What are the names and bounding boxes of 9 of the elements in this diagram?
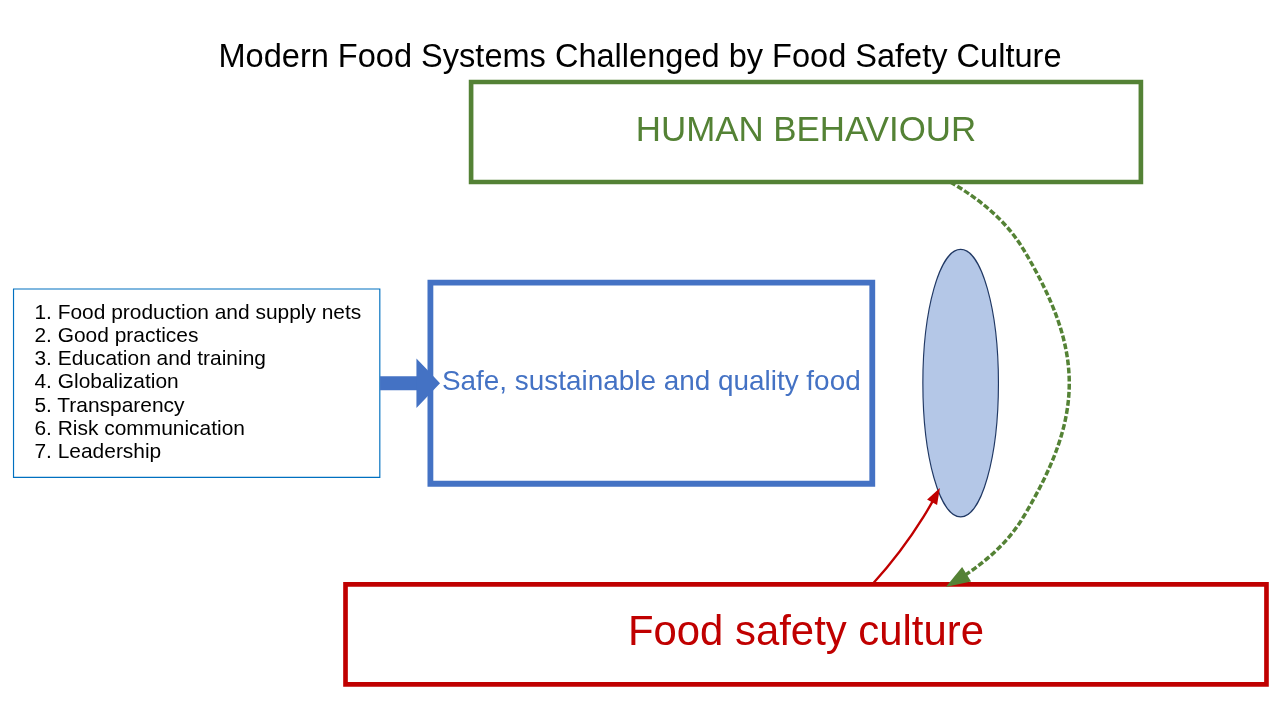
node-box: HUMAN BEHAVIOUR <box>468 79 1144 184</box>
node-ellipse <box>922 248 1000 517</box>
arrow <box>380 357 441 408</box>
arrow <box>871 487 940 585</box>
node-box: 1. Food production and supply nets 2. Good practices 3. Education and training 4. Globalization 5. Transparency 6. Risk communication 7. Leadership <box>12 287 381 478</box>
arrow <box>945 180 1071 587</box>
node-box: Safe, sustainable and quality food <box>427 279 876 487</box>
diagram-title: Modern Food Systems Challenged by Food Safety Culture <box>218 37 1062 74</box>
node-box: Food safety culture <box>343 581 1269 687</box>
